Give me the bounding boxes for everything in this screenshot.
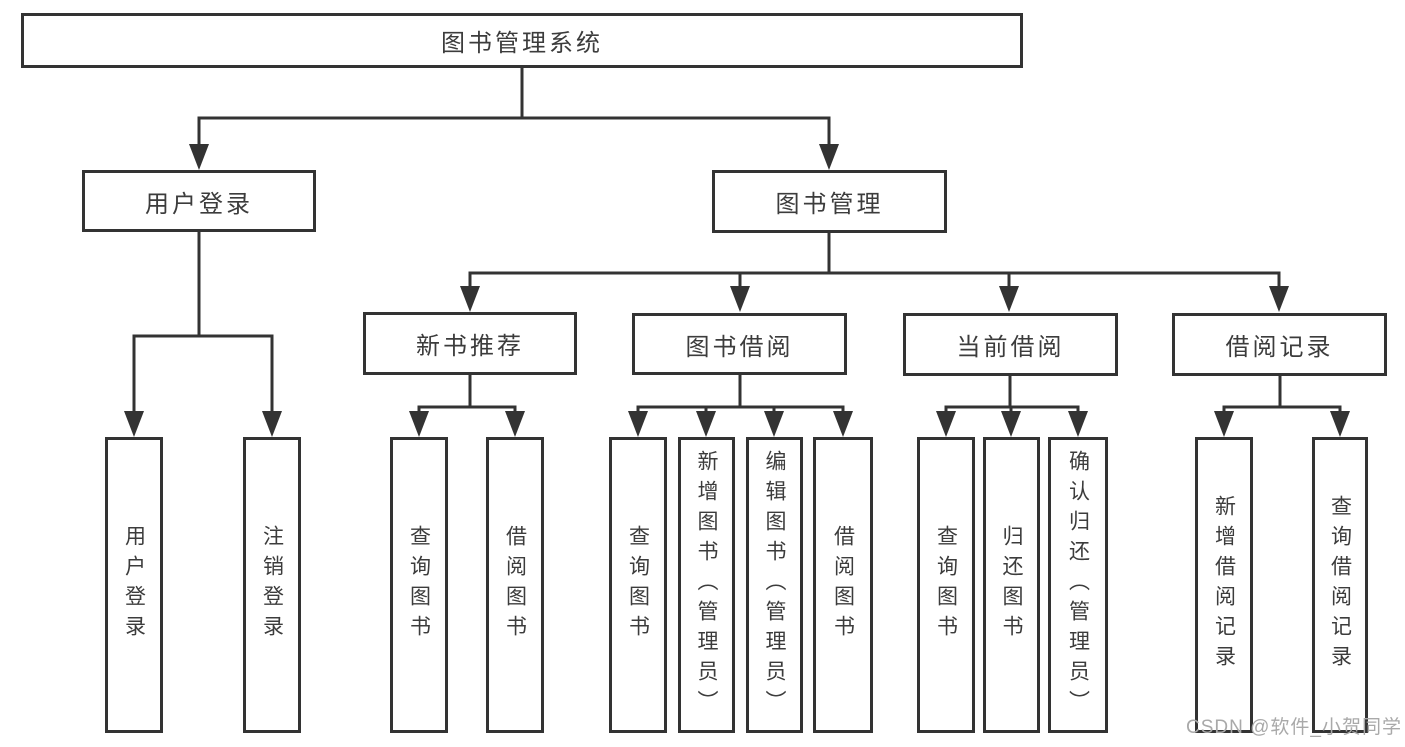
node-label: 注销登录 [260,525,284,645]
node-label: 确认归还（管理员） [1066,450,1090,720]
node-label: 查询借阅记录 [1328,495,1352,675]
node-new-book-recommendation: 新书推荐 [363,312,577,375]
node-label: 借阅图书 [503,525,527,645]
node-label: 当前借阅 [956,334,1065,361]
node-label: 用户登录 [122,525,146,645]
watermark: CSDN @软件_小贺同学 [1186,717,1402,738]
node-label: 图书管理 [775,191,884,218]
leaf-return-books: 归还图书 [983,437,1040,733]
leaf-logout: 注销登录 [243,437,301,733]
node-user-login: 用户登录 [82,170,316,232]
node-book-management: 图书管理 [712,170,947,233]
node-label: 新书推荐 [416,333,524,360]
leaf-query-books-recommend: 查询图书 [390,437,448,733]
node-borrowing-records: 借阅记录 [1172,313,1387,376]
node-label: 查询图书 [626,525,650,645]
node-label: 编辑图书（管理员） [763,450,786,720]
leaf-query-books-borrowing: 查询图书 [609,437,667,733]
node-label: 借阅图书 [831,525,855,645]
leaf-confirm-return-admin: 确认归还（管理员） [1048,437,1108,733]
node-label: 查询图书 [407,525,431,645]
node-book-borrowing: 图书借阅 [632,313,847,375]
node-label: 图书借阅 [685,333,794,361]
node-current-borrowing: 当前借阅 [903,313,1118,376]
node-label: 用户登录 [145,190,253,218]
leaf-borrow-books: 借阅图书 [813,437,873,733]
leaf-borrow-books-recommend: 借阅图书 [486,437,544,733]
node-label: 归还图书 [1000,525,1023,645]
node-label: 图书管理系统 [441,30,603,57]
leaf-user-login: 用户登录 [105,437,163,733]
leaf-add-book-admin: 新增图书（管理员） [678,437,735,733]
leaf-query-borrow-record: 查询借阅记录 [1312,437,1368,733]
leaf-add-borrow-record: 新增借阅记录 [1195,437,1253,733]
node-label: 查询图书 [934,525,958,645]
leaf-query-books-current: 查询图书 [917,437,975,733]
node-library-management-system: 图书管理系统 [21,13,1023,68]
leaf-edit-book-admin: 编辑图书（管理员） [746,437,803,733]
node-label: 新增图书（管理员） [695,450,718,720]
node-label: 新增借阅记录 [1212,495,1236,675]
node-label: 借阅记录 [1225,334,1334,361]
